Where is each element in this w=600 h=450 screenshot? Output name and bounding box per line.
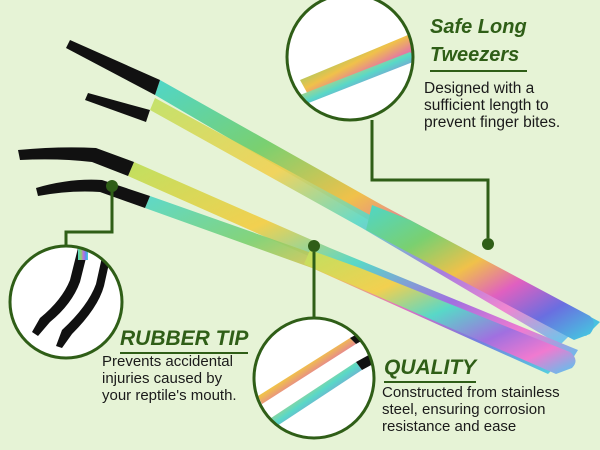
tweezer-lower xyxy=(18,147,578,374)
callout-dot-quality xyxy=(308,240,320,252)
magnifier-quality xyxy=(252,240,376,440)
desc-rubber-line: injuries caused by xyxy=(102,370,223,387)
tip-upper-a xyxy=(66,40,160,95)
heading-quality-text: QUALITY xyxy=(384,356,477,383)
callout-dot-rubber xyxy=(106,180,118,192)
tip-lower-a xyxy=(18,147,134,176)
magnifier-safe-long xyxy=(285,0,494,250)
desc-rubber-line: Prevents accidental xyxy=(102,353,233,370)
desc-rubber-tip: Prevents accidental injuries caused by y… xyxy=(102,353,237,404)
heading-safe-long-tweezers: Safe Long Tweezers xyxy=(430,13,527,72)
desc-safe-long-tweezers: Designed with a sufficient length to pre… xyxy=(424,80,560,131)
desc-quality-line: Constructed from stainless xyxy=(382,384,560,401)
tweezer-upper xyxy=(66,40,600,345)
callout-dot-safe xyxy=(482,238,494,250)
desc-rubber-line: your reptile's mouth. xyxy=(102,387,237,404)
heading-rubber-text: RUBBER TIP xyxy=(120,327,249,354)
desc-safe-line: prevent finger bites. xyxy=(424,114,561,131)
desc-safe-line: sufficient length to xyxy=(424,97,549,114)
heading-safe-line1: Safe Long xyxy=(430,16,527,38)
heading-safe-line2: Tweezers xyxy=(430,41,527,72)
desc-quality-line: steel, ensuring corrosion xyxy=(382,401,546,418)
tip-upper-b xyxy=(85,93,150,122)
tip-lower-b xyxy=(36,179,150,208)
desc-safe-line: Designed with a xyxy=(424,80,535,97)
desc-quality: Constructed from stainless steel, ensuri… xyxy=(382,384,560,435)
heading-quality: QUALITY xyxy=(384,356,477,383)
desc-quality-line: resistance and ease xyxy=(382,418,517,435)
magnifier-rubber-tip xyxy=(8,180,124,360)
heading-rubber-tip: RUBBER TIP xyxy=(120,327,249,354)
